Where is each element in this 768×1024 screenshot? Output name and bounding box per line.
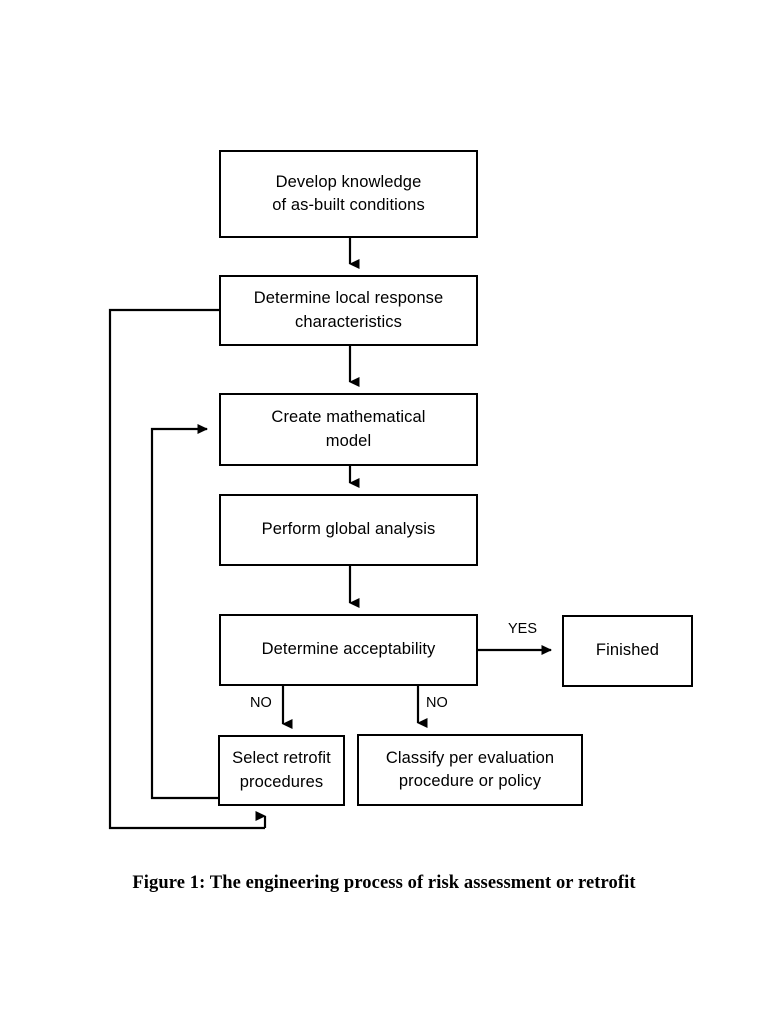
node-label-determine-local-response: Determine local response characteristics	[253, 289, 444, 331]
node-label-classify-per-evaluation: Classify per evaluation procedure or pol…	[385, 748, 555, 790]
node-determine-local-response[interactable]: Determine local response characteristics	[219, 275, 478, 346]
edge-label-no-right: NO	[426, 695, 448, 711]
node-label-select-retrofit: Select retrofit procedures	[232, 749, 331, 791]
figure-caption: Figure 1: The engineering process of ris…	[132, 873, 636, 893]
node-label-finished: Finished	[595, 641, 660, 660]
edge-label-no-left: NO	[250, 695, 272, 711]
node-label-determine-acceptability: Determine acceptability	[261, 640, 436, 659]
node-perform-global-analysis[interactable]: Perform global analysis	[219, 494, 478, 566]
node-finished[interactable]: Finished	[562, 615, 693, 687]
node-classify-per-evaluation[interactable]: Classify per evaluation procedure or pol…	[357, 734, 583, 806]
node-create-model[interactable]: Create mathematical model	[219, 393, 478, 466]
node-select-retrofit[interactable]: Select retrofit procedures	[218, 735, 345, 806]
feedback-loop-inner	[150, 424, 218, 800]
feedback-loop-outer	[108, 308, 265, 830]
node-label-develop-knowledge: Develop knowledge of as-built conditions	[272, 172, 425, 214]
node-determine-acceptability[interactable]: Determine acceptability	[219, 614, 478, 686]
node-develop-knowledge[interactable]: Develop knowledge of as-built conditions	[219, 150, 478, 238]
node-label-perform-global-analysis: Perform global analysis	[261, 520, 436, 539]
edge-label-yes: YES	[508, 621, 538, 637]
node-label-create-model: Create mathematical model	[271, 408, 426, 450]
